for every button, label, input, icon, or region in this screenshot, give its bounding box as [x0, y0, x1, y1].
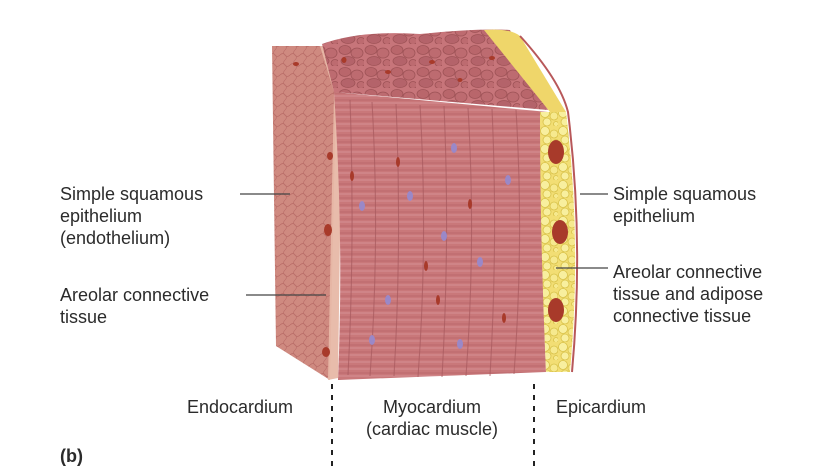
- layer-separators: [331, 384, 535, 468]
- top-face: [322, 29, 548, 110]
- red-nuclei: [293, 56, 568, 357]
- label-line: Simple squamous: [60, 184, 204, 204]
- label-line: Epicardium: [556, 397, 647, 417]
- label-line: tissue and adipose: [613, 284, 764, 304]
- panel-label: (b): [60, 446, 83, 466]
- label-line: connective tissue: [613, 306, 752, 326]
- epicardium-top: [484, 29, 566, 113]
- label-myocardium: Myocardium (cardiac muscle): [352, 396, 512, 440]
- label-line: epithelium: [60, 206, 143, 226]
- label-line: Areolar connective: [613, 262, 763, 282]
- label-line: Endocardium: [186, 397, 294, 417]
- epicardium-outer-edge: [519, 35, 579, 373]
- label-simple-squamous-epithelium-right: Simple squamous epithelium: [613, 183, 756, 227]
- label-line: epithelium: [613, 206, 696, 226]
- leader-lines: [240, 193, 608, 296]
- label-line: Areolar connective: [60, 285, 210, 305]
- label-line: Simple squamous: [613, 184, 757, 204]
- label-line: (endothelium): [60, 228, 171, 248]
- label-line: Myocardium: [382, 397, 482, 417]
- label-epicardium: Epicardium: [556, 396, 646, 418]
- label-areolar-adipose-right: Areolar connective tissue and adipose co…: [613, 261, 763, 327]
- purple-nuclei: [359, 143, 511, 349]
- left-cut-face: [272, 46, 336, 380]
- label-endocardium: Endocardium: [170, 396, 310, 418]
- label-simple-squamous-endothelium: Simple squamous epithelium (endothelium): [60, 183, 203, 249]
- label-line: tissue: [60, 307, 108, 327]
- label-line: (cardiac muscle): [365, 419, 499, 439]
- label-areolar-connective-left: Areolar connective tissue: [60, 284, 209, 328]
